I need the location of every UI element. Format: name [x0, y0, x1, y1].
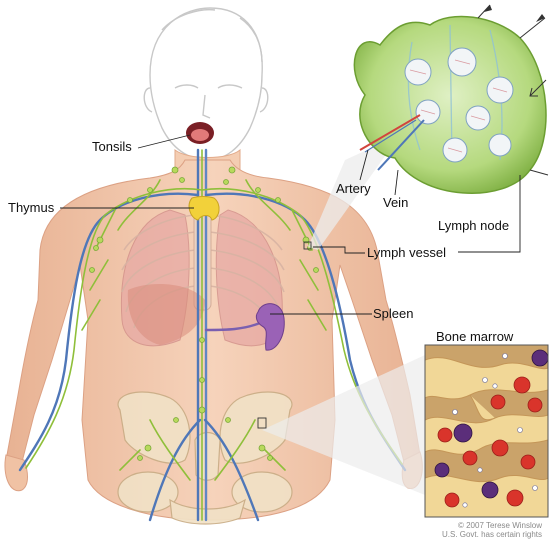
liver — [127, 284, 205, 345]
blood-vessels — [18, 148, 407, 522]
lymph-clusters — [89, 166, 319, 461]
tonsils-organ — [191, 129, 209, 141]
spleen-organ — [255, 303, 285, 351]
bone-marrow-callout — [257, 344, 549, 518]
label-artery: Artery — [336, 181, 371, 196]
lymph-node-callout — [303, 4, 549, 250]
credit-line-1: © 2007 Terese Winslow — [457, 521, 542, 530]
credit-line-2: U.S. Govt. has certain rights — [441, 530, 542, 540]
label-thymus: Thymus — [8, 200, 55, 215]
label-lymph-vessel: Lymph vessel — [367, 245, 446, 260]
label-bone-marrow: Bone marrow — [436, 329, 514, 344]
label-tonsils: Tonsils — [92, 139, 132, 154]
leader-lines — [60, 134, 521, 315]
thymus-organ — [188, 196, 220, 221]
copyright-credit: © 2007 Terese Winslow U.S. Govt. has cer… — [442, 521, 542, 539]
label-lymph-node: Lymph node — [438, 218, 510, 233]
label-vein: Vein — [383, 195, 409, 210]
label-spleen: Spleen — [373, 306, 414, 321]
head-outline — [143, 7, 269, 161]
